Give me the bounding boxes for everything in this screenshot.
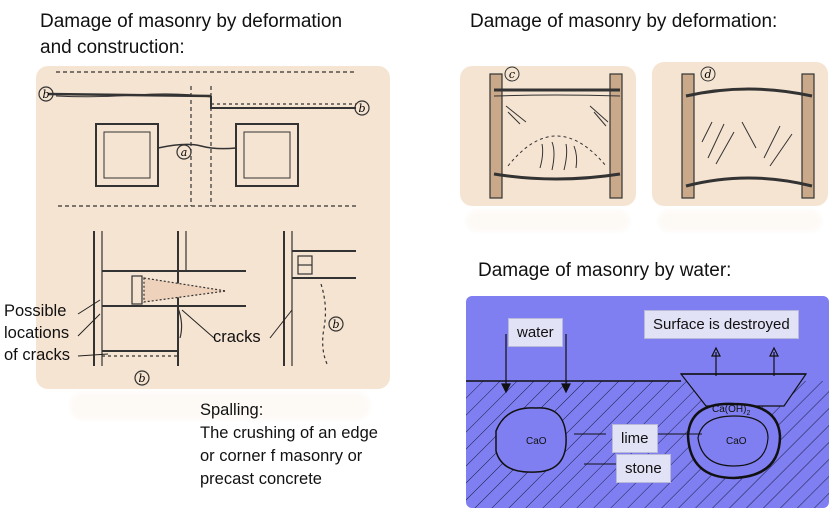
panel-c-reflection (466, 210, 630, 232)
heading-deformation-construction-line1: Damage of masonry by deformation (40, 11, 343, 32)
cao-left-label: CaO (526, 436, 547, 447)
construction-crack-panel: b b a b b (36, 66, 390, 389)
deformation-d-drawing: d (681, 66, 815, 199)
lime-tag: lime (612, 424, 658, 453)
marker-a: a (181, 146, 188, 159)
heading-deformation: Damage of masonry by deformation: (470, 11, 778, 32)
marker-d: d (704, 68, 711, 81)
marker-b-right: b (358, 102, 365, 115)
leader-possible-3 (77, 353, 109, 357)
spalling-line1: The crushing of an edge (200, 424, 378, 442)
surface-destroyed-tag: Surface is destroyed (644, 310, 799, 339)
deformation-c-drawing: c (489, 66, 623, 199)
deformation-panel-d: d (652, 62, 828, 206)
leader-cracks-right (269, 309, 293, 339)
water-damage-panel: CaO CaO Ca(OH)2 water Surface is destroy… (466, 296, 829, 508)
stone-tag: stone (616, 454, 671, 483)
heading-deformation-construction-line2: and construction: (40, 37, 185, 58)
spalling-line2: or corner f masonry or (200, 447, 363, 465)
marker-b-bottom: b (138, 372, 145, 385)
panel-reflection (70, 392, 370, 420)
marker-b-left: b (42, 88, 49, 101)
leader-cracks-left (181, 309, 215, 339)
label-cracks: cracks (213, 328, 261, 346)
construction-crack-drawing: b b a b b (38, 71, 370, 386)
deformation-panel-c: c (460, 66, 636, 206)
cao-right-label: CaO (726, 436, 747, 447)
spalling-title: Spalling: (200, 401, 264, 419)
caoh-label: Ca(OH)2 (712, 404, 750, 417)
leader-possible-2 (77, 313, 101, 337)
panel-d-reflection (658, 210, 822, 232)
leader-possible-1 (77, 299, 101, 315)
spalling-line3: precast concrete (200, 470, 322, 488)
label-locations: locations (4, 324, 70, 342)
heading-water: Damage of masonry by water: (478, 260, 732, 281)
water-tag: water (508, 318, 563, 347)
marker-b-lower-right: b (332, 318, 339, 331)
label-of-cracks: of cracks (4, 346, 71, 364)
marker-c: c (509, 68, 515, 81)
water-damage-drawing: CaO CaO Ca(OH)2 (466, 334, 829, 508)
label-possible: Possible (4, 302, 67, 320)
